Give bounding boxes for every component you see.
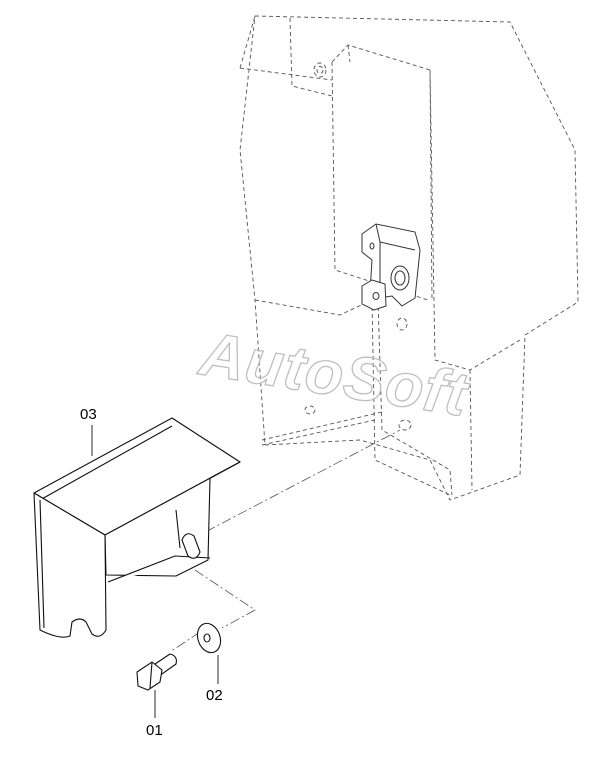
callout-02: 02	[206, 687, 223, 704]
mounting-bracket	[361, 223, 421, 311]
washer-part	[196, 622, 222, 654]
cover-part	[33, 417, 241, 638]
watermark-text: AutoSoft	[194, 319, 474, 430]
callout-01: 01	[146, 722, 163, 739]
assembly-alignment-lines	[169, 429, 401, 653]
callout-03: 03	[80, 406, 97, 423]
bolt-part	[136, 653, 177, 691]
leader-lines	[91, 425, 219, 718]
